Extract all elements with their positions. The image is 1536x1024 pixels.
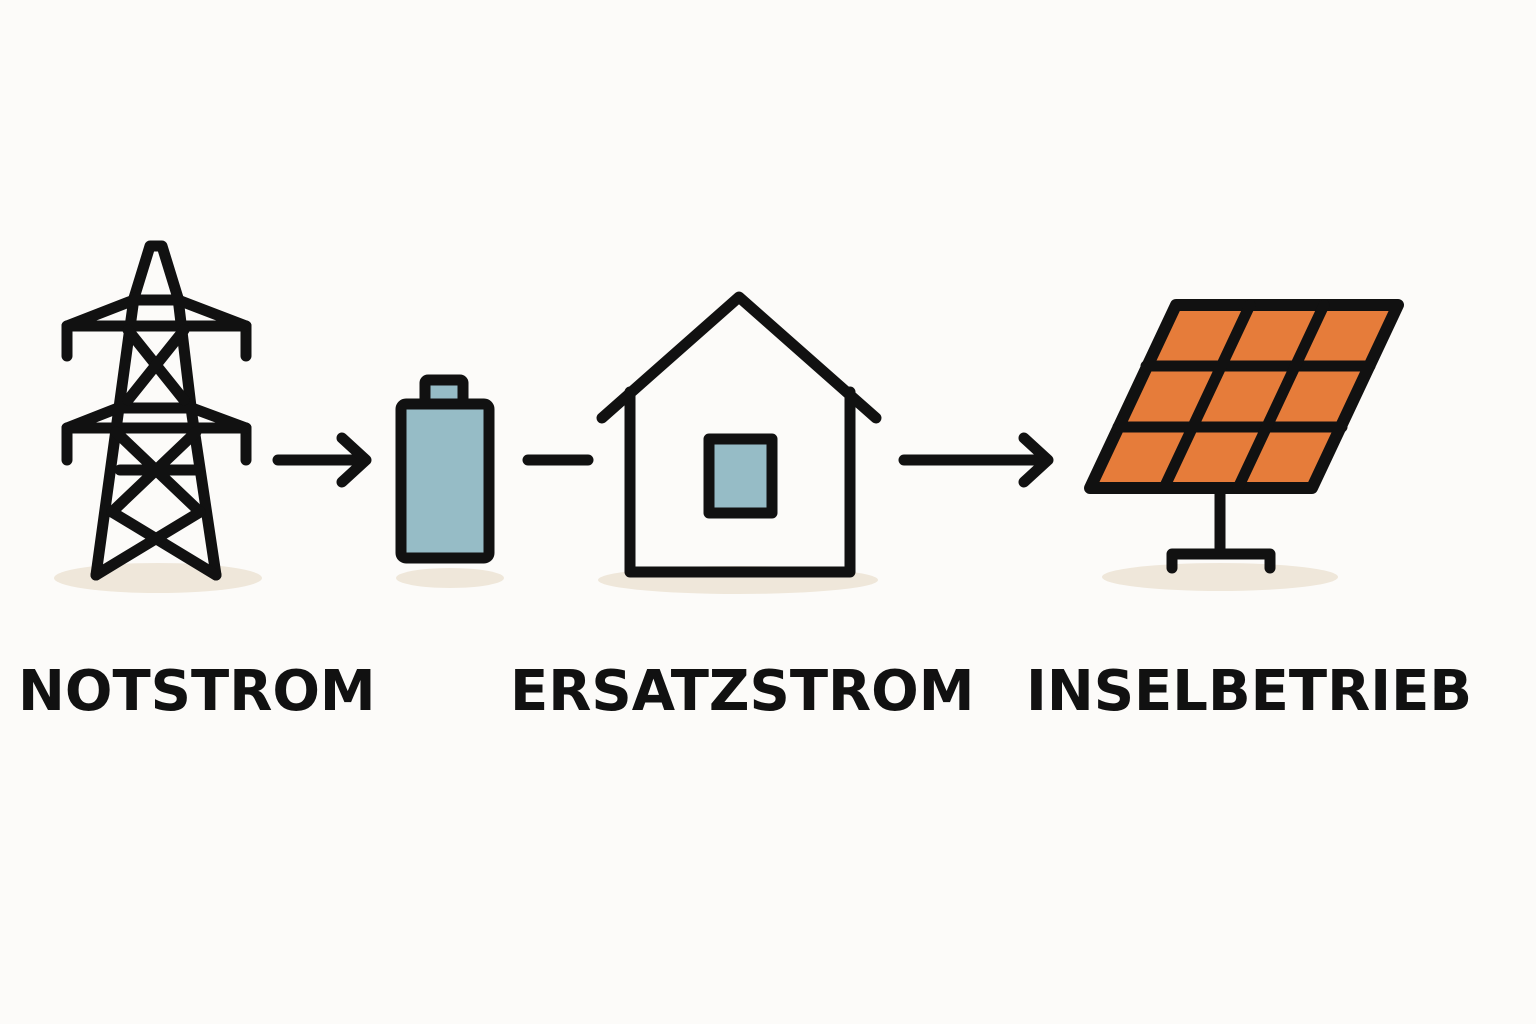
- arrow-house-to-solar: [898, 432, 1054, 488]
- house-icon: [596, 291, 882, 578]
- solar-shadow: [1102, 563, 1338, 591]
- house-window: [703, 433, 778, 519]
- label-notstrom: NOTSTROM: [18, 659, 376, 724]
- solar-panel-icon: [1084, 299, 1404, 574]
- label-inselbetrieb: INSELBETRIEB: [1026, 659, 1473, 724]
- arrow-pylon-to-battery: [272, 432, 372, 488]
- battery-icon: [395, 374, 495, 564]
- pylon-shadow: [54, 563, 262, 593]
- power-pylon-icon: [61, 240, 252, 581]
- battery-shadow: [396, 568, 504, 588]
- label-ersatzstrom: ERSATZSTROM: [510, 659, 975, 724]
